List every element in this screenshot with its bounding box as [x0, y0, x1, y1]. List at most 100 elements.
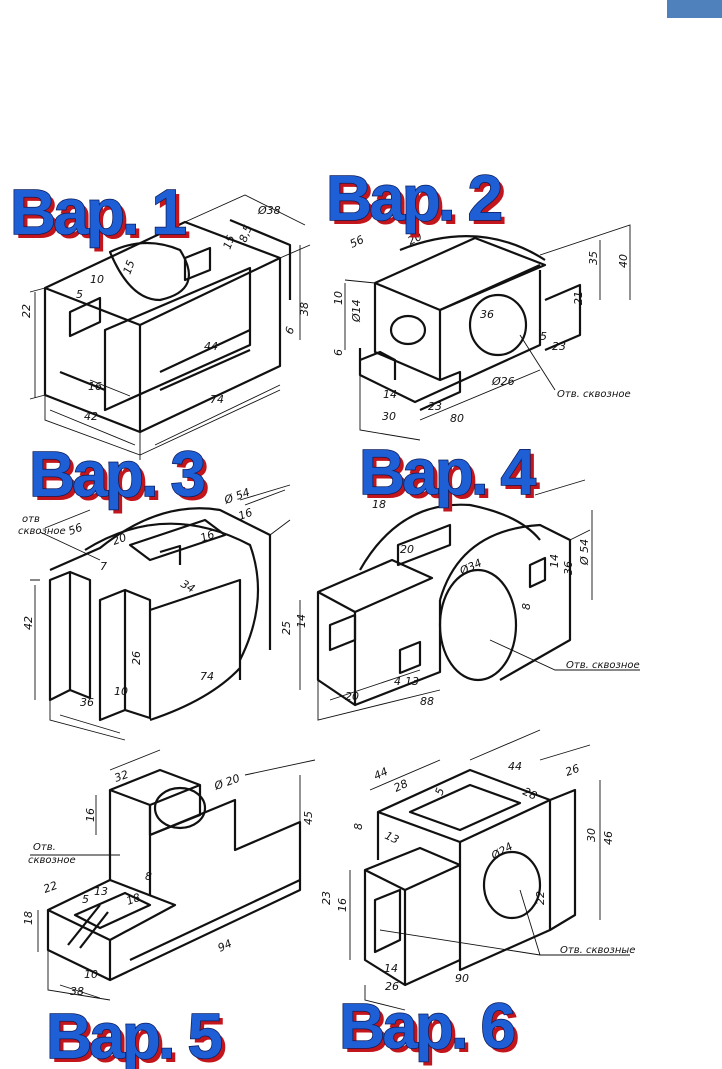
- v3-dim-3: 56: [67, 521, 85, 538]
- svg-text:Вар. 6: Вар. 6: [339, 990, 514, 1062]
- svg-text:Вар. 2: Вар. 2: [330, 166, 505, 238]
- variant-4-label: Вар. 4 Вар. 4: [358, 435, 543, 512]
- v4-dim-1: 18: [372, 498, 386, 511]
- v2-note: Отв. сквозное: [557, 389, 631, 400]
- v6-note: Отв. сквозные: [560, 945, 635, 956]
- v6-dim-10: 46: [602, 831, 615, 845]
- v2-dim-11: 23: [552, 340, 566, 353]
- v5-dim-4: 45: [302, 811, 315, 825]
- v2-dim-1: 56: [348, 233, 366, 251]
- v1-dim-5: 10: [90, 273, 104, 286]
- v1-dim-1: Ø38: [257, 204, 281, 217]
- v3-dim-4: 20: [111, 531, 129, 548]
- v6-dim-11: Ø24: [488, 840, 515, 863]
- variant-1-label: Вар. 1 Вар. 1: [9, 175, 192, 252]
- v6-dim-4: 28: [392, 777, 410, 795]
- v6-dim-8: 13: [383, 829, 401, 847]
- v2-dim-10: 5: [540, 330, 547, 343]
- v2-dim-13: Ø26: [491, 375, 515, 388]
- v2-dim-16: 80: [450, 412, 464, 425]
- variant-3-drawing: Ø 54 16 56 20 16 7 34 42 26 74 36 10 отв…: [18, 484, 291, 741]
- v1-dim-11: 16: [88, 380, 102, 393]
- v2-dim-12: 14: [383, 388, 397, 401]
- v3-dim-5: 16: [199, 528, 217, 545]
- v6-dim-3: 26: [564, 762, 582, 779]
- variant-5-drawing: 32 Ø 20 16 45 8 22 5 13 18 18 94 10 38 О…: [22, 749, 316, 1001]
- v6-dim-7: 8: [352, 823, 365, 830]
- variant-3-label: Вар. 3 Вар. 3: [28, 437, 211, 514]
- corner-tab: [667, 0, 722, 18]
- v6-dim-16: 26: [385, 980, 399, 993]
- v3-note-2: сквозное: [18, 526, 66, 537]
- v5-dim-6: 22: [42, 879, 60, 896]
- v5-note-1: Отв.: [33, 842, 56, 853]
- v5-dim-13: 38: [70, 985, 84, 998]
- v4-dim-5: 14: [548, 554, 561, 568]
- v4-note: Отв. сквозное: [566, 660, 640, 671]
- v5-dim-9: 18: [125, 891, 143, 908]
- v3-dim-2: 16: [237, 506, 255, 523]
- variant-6-label: Вар. 6 Вар. 6: [338, 989, 521, 1066]
- v1-dim-4: 5: [76, 288, 83, 301]
- v3-dim-6: 7: [100, 560, 107, 573]
- v2-dim-4: 40: [617, 254, 630, 268]
- v5-dim-11: 94: [216, 937, 234, 955]
- svg-text:Вар. 2: Вар. 2: [326, 162, 501, 234]
- v4-dim-13: 88: [420, 695, 434, 708]
- v3-dim-12: 10: [114, 685, 128, 698]
- svg-text:Вар. 5: Вар. 5: [46, 1000, 221, 1069]
- v4-dim-12: 20: [345, 690, 359, 703]
- v5-dim-3: 16: [84, 808, 97, 822]
- v2-dim-6: Ø14: [350, 299, 363, 323]
- v4-dim-6: 36: [562, 561, 575, 575]
- v2-dim-2: 20: [406, 230, 424, 248]
- variant-1-drawing: Ø38 8,5 15 5 10 15 38 22 44 6 16 74 42: [20, 194, 311, 460]
- v4-dim-9: 25: [280, 621, 293, 635]
- v1-dim-12: 74: [210, 393, 224, 406]
- v6-dim-6: 28: [521, 785, 539, 803]
- v3-dim-8: 42: [22, 616, 35, 630]
- v1-dim-6: 15: [121, 258, 138, 276]
- v2-dim-15: 23: [428, 400, 442, 413]
- v3-dim-10: 74: [200, 670, 214, 683]
- v4-dim-10: 14: [295, 614, 308, 628]
- v1-dim-10: 6: [283, 325, 298, 336]
- v6-dim-12: 23: [320, 891, 333, 905]
- v2-dim-7: 36: [480, 308, 494, 321]
- v5-dim-7: 5: [82, 893, 89, 906]
- v4-dim-14: 4: [394, 675, 401, 688]
- v2-dim-8: 21: [572, 291, 585, 305]
- v6-dim-5: 5: [433, 786, 448, 797]
- v5-note-2: сквозное: [28, 855, 76, 866]
- v4-dim-3: 20: [400, 543, 414, 556]
- variant-6-drawing: 44 44 26 28 5 28 8 13 30 46 Ø24 23 16 22…: [320, 729, 635, 1011]
- v1-dim-9: 44: [204, 340, 218, 353]
- v3-dim-11: 36: [80, 696, 94, 709]
- v4-dim-7: Ø 54: [578, 539, 591, 566]
- svg-text:Вар. 3: Вар. 3: [29, 438, 204, 510]
- v2-dim-3: 35: [587, 251, 600, 265]
- v6-dim-17: 90: [455, 972, 469, 985]
- v3-dim-7: 34: [179, 577, 198, 595]
- v5-dim-1: 32: [113, 768, 131, 785]
- variant-4-drawing: 18 38 20 Ø34 14 36 Ø 54 8 25 14 13 20 88…: [280, 478, 640, 721]
- v1-dim-7: 38: [298, 302, 311, 316]
- v5-dim-5: 8: [145, 870, 152, 883]
- v1-dim-13: 42: [84, 410, 98, 423]
- svg-text:Вар. 5: Вар. 5: [50, 1004, 225, 1069]
- v3-note-1: отв: [22, 514, 40, 525]
- svg-text:Вар. 1: Вар. 1: [10, 176, 185, 248]
- v6-dim-13: 16: [336, 898, 349, 912]
- v5-dim-10: 18: [22, 911, 35, 925]
- v4-dim-8: 8: [520, 603, 533, 610]
- v6-dim-1: 44: [372, 765, 390, 783]
- svg-text:Вар. 4: Вар. 4: [363, 440, 540, 512]
- v4-dim-11: 13: [405, 675, 419, 688]
- v5-dim-2: Ø 20: [212, 772, 242, 794]
- v6-dim-2: 44: [508, 760, 522, 773]
- svg-text:Вар. 1: Вар. 1: [14, 180, 189, 252]
- variant-5-label: Вар. 5 Вар. 5: [45, 999, 228, 1069]
- v5-dim-12: 10: [84, 968, 98, 981]
- svg-text:Вар. 3: Вар. 3: [33, 442, 208, 514]
